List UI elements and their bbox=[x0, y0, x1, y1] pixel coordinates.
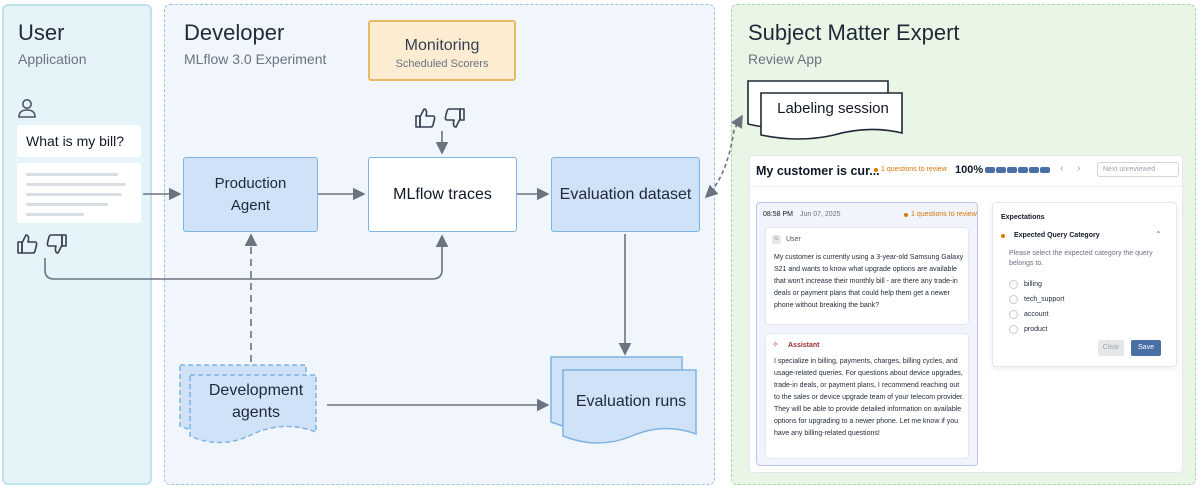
category-option[interactable]: product bbox=[1009, 322, 1064, 337]
assistant-response-placeholder bbox=[17, 163, 141, 223]
user-lane bbox=[2, 4, 152, 485]
production-agent-label: Production Agent bbox=[214, 174, 287, 214]
progress-percent: 100% bbox=[955, 164, 984, 176]
questions-badge: 1 questions to review bbox=[881, 166, 947, 173]
monitoring-subtitle: Scheduled Scorers bbox=[395, 58, 489, 70]
monitoring-box: Monitoring Scheduled Scorers bbox=[368, 20, 516, 81]
evaluation-runs-label: Evaluation runs bbox=[575, 393, 687, 410]
radio-button[interactable] bbox=[1009, 310, 1018, 319]
user-feedback-icons bbox=[17, 234, 67, 254]
thumbs-up-icon bbox=[17, 234, 38, 254]
review-app-panel: My customer is cur... 1 questions to rev… bbox=[749, 155, 1183, 473]
chevron-up-icon[interactable]: ⌃ bbox=[1155, 230, 1162, 239]
radio-button[interactable] bbox=[1009, 295, 1018, 304]
radio-button[interactable] bbox=[1009, 280, 1018, 289]
arrow-dataset-labeling bbox=[704, 114, 743, 199]
conversation-questions-badge: 1 questions to review bbox=[911, 211, 977, 218]
expectations-heading: Expectations bbox=[1001, 214, 1045, 221]
assistant-message-text: I specialize in billing, payments, charg… bbox=[774, 358, 964, 437]
status-dot bbox=[904, 213, 908, 217]
user-question-bubble: What is my bill? bbox=[17, 125, 141, 157]
review-title: My customer is cur... bbox=[756, 164, 880, 178]
user-message-card: ☺ User My customer is currently using a … bbox=[765, 227, 969, 325]
status-dot bbox=[1001, 234, 1005, 238]
mlflow-traces-label: MLflow traces bbox=[393, 185, 492, 203]
thumbs-down-icon bbox=[444, 108, 465, 128]
arrow-feedback-loop bbox=[44, 234, 449, 280]
thumbs-up-icon bbox=[415, 108, 436, 128]
chevron-left-icon[interactable]: ‹ bbox=[1060, 163, 1064, 174]
progress-bar bbox=[985, 167, 1050, 173]
user-message-text: My customer is currently using a 3-year-… bbox=[774, 254, 964, 309]
monitoring-feedback-icons bbox=[415, 108, 465, 128]
conversation-panel: 08:58 PM Jun 07, 2025 1 questions to rev… bbox=[756, 202, 978, 466]
category-option[interactable]: billing bbox=[1009, 277, 1064, 292]
developer-lane-title: Developer bbox=[184, 20, 285, 45]
expected-query-category-label: Expected Query Category bbox=[1014, 232, 1100, 239]
labeling-session-shape bbox=[747, 80, 903, 140]
sparkle-icon: ✧ bbox=[772, 340, 779, 349]
category-option[interactable]: tech_support bbox=[1009, 292, 1064, 307]
chevron-right-icon[interactable]: › bbox=[1077, 163, 1081, 174]
development-agents-label: Development agents bbox=[208, 382, 304, 421]
category-option-list: billing tech_support account product bbox=[1009, 277, 1064, 337]
production-agent-box: Production Agent bbox=[183, 157, 318, 232]
development-agents-shape bbox=[179, 364, 317, 444]
review-divider bbox=[750, 186, 1182, 187]
evaluation-runs-shape bbox=[550, 356, 697, 444]
evaluation-dataset-box: Evaluation dataset bbox=[551, 157, 700, 232]
labeling-session-label: Labeling session bbox=[777, 100, 889, 117]
conversation-date: Jun 07, 2025 bbox=[800, 211, 841, 218]
developer-lane-subtitle: MLflow 3.0 Experiment bbox=[184, 51, 327, 67]
user-message-label: User bbox=[786, 236, 801, 243]
save-button[interactable]: Save bbox=[1131, 340, 1161, 356]
sme-lane-subtitle: Review App bbox=[748, 51, 822, 67]
assistant-message-card: ✧ Assistant I specialize in billing, pay… bbox=[765, 333, 969, 459]
category-option[interactable]: account bbox=[1009, 307, 1064, 322]
user-avatar-icon: ☺ bbox=[772, 235, 781, 244]
assistant-message-label: Assistant bbox=[788, 342, 820, 349]
monitoring-title: Monitoring bbox=[404, 37, 480, 54]
person-icon bbox=[18, 99, 36, 118]
mlflow-traces-box: MLflow traces bbox=[368, 157, 517, 232]
user-lane-title: User bbox=[18, 20, 65, 45]
thumbs-down-icon bbox=[46, 234, 67, 254]
status-dot bbox=[874, 168, 878, 172]
expectations-hint: Please select the expected category the … bbox=[1009, 250, 1153, 267]
evaluation-dataset-label: Evaluation dataset bbox=[559, 185, 692, 203]
radio-button[interactable] bbox=[1009, 325, 1018, 334]
sme-lane-title: Subject Matter Expert bbox=[748, 20, 960, 45]
clear-button[interactable]: Clear bbox=[1098, 340, 1124, 356]
conversation-time: 08:58 PM bbox=[763, 211, 793, 218]
user-lane-subtitle: Application bbox=[18, 51, 87, 67]
expectations-panel: Expectations Expected Query Category ⌃ P… bbox=[992, 202, 1177, 367]
next-unreviewed-button[interactable]: Next unreviewed bbox=[1097, 162, 1179, 177]
